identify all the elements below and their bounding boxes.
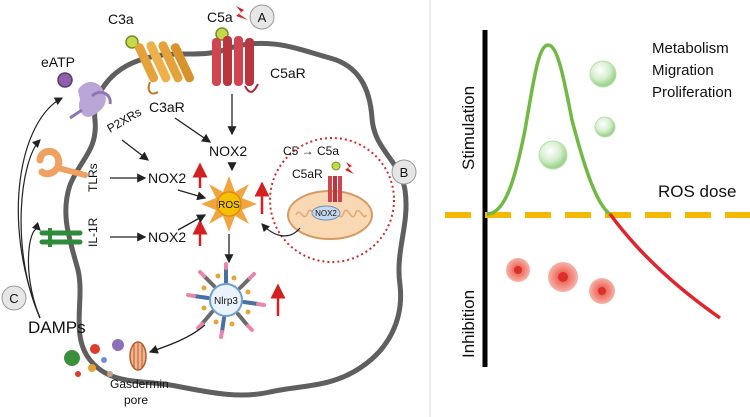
marker-a: A [249, 4, 275, 30]
ros-burst-icon: ROS [201, 176, 257, 232]
c5ar-receptor-icon [212, 36, 259, 93]
effect-proliferation: Proliferation [652, 84, 732, 101]
damps-label: DAMPs [28, 318, 86, 337]
c5a-label: C5a [207, 9, 233, 25]
nox2-tlr-label: NOX2 [148, 170, 186, 186]
damaged-cell-icon [548, 262, 578, 292]
damaged-cell-icon [589, 278, 615, 304]
nox2-top-label: NOX2 [209, 143, 247, 159]
lightning-icon [236, 6, 248, 20]
stimulation-curve [486, 43, 612, 216]
p2xrs-label: P2XRs [105, 105, 144, 136]
ros-label: ROS [218, 200, 240, 211]
c3a-ligand-icon [125, 35, 139, 49]
ros-dose-label: ROS dose [658, 182, 736, 201]
healthy-cell-icon [594, 116, 616, 138]
inhibition-curve [608, 212, 722, 320]
gasdermin-pore-icon [129, 341, 147, 371]
mito-lightning-icon [345, 162, 354, 174]
mito-nox2-label: NOX2 [315, 209, 337, 218]
effect-metabolism: Metabolism [652, 40, 729, 57]
c3a-label: C3a [108, 11, 134, 27]
healthy-cell-icon [538, 140, 568, 170]
inhibition-label: Inhibition [459, 290, 478, 358]
tlr-receptor-icon [36, 148, 88, 178]
mito-c5ar-label: C5aR [292, 167, 323, 181]
nlrp3-label: Nlrp3 [214, 296, 238, 307]
il1r-receptor-icon [39, 228, 83, 247]
nox2-il1r-label: NOX2 [148, 229, 186, 245]
pore-label: pore [124, 393, 148, 407]
effect-migration: Migration [652, 62, 714, 79]
gasdermin-label: Gasdermin [110, 377, 169, 391]
mitochondria-zone [269, 137, 395, 263]
svg-text:B: B [400, 165, 409, 180]
stimulation-label: Stimulation [459, 86, 478, 170]
healthy-cell-icon [589, 60, 617, 88]
il1r-label: IL-1R [86, 217, 100, 247]
svg-text:C: C [9, 291, 18, 306]
mitochondrion-icon: NOX2 [287, 176, 373, 240]
ros-dose-response-panel: Stimulation Inhibition ROS dose Metaboli… [445, 30, 750, 367]
svg-text:A: A [258, 10, 267, 25]
nlrp3-inflammasome-icon: Nlrp3 [186, 262, 266, 339]
marker-c: C [1, 285, 27, 311]
eatp-ligand-icon [57, 72, 73, 88]
c3ar-receptor-icon [134, 41, 195, 95]
marker-b: B [391, 159, 417, 185]
c5ar-label: C5aR [270, 65, 306, 81]
eatp-label: eATP [41, 54, 75, 70]
p2x-receptor-icon [69, 81, 112, 120]
c3ar-label: C3aR [149, 99, 185, 115]
tlrs-label: TLRs [86, 163, 100, 192]
c5-conversion-label: C5 → C5a [283, 144, 339, 158]
cell-diagram: A C3a C3aR C5a C5aR NOX2 [1, 4, 417, 407]
released-damps-icon [64, 339, 124, 377]
damaged-cell-icon [506, 258, 530, 282]
mito-c5a-ligand-icon [331, 161, 341, 171]
